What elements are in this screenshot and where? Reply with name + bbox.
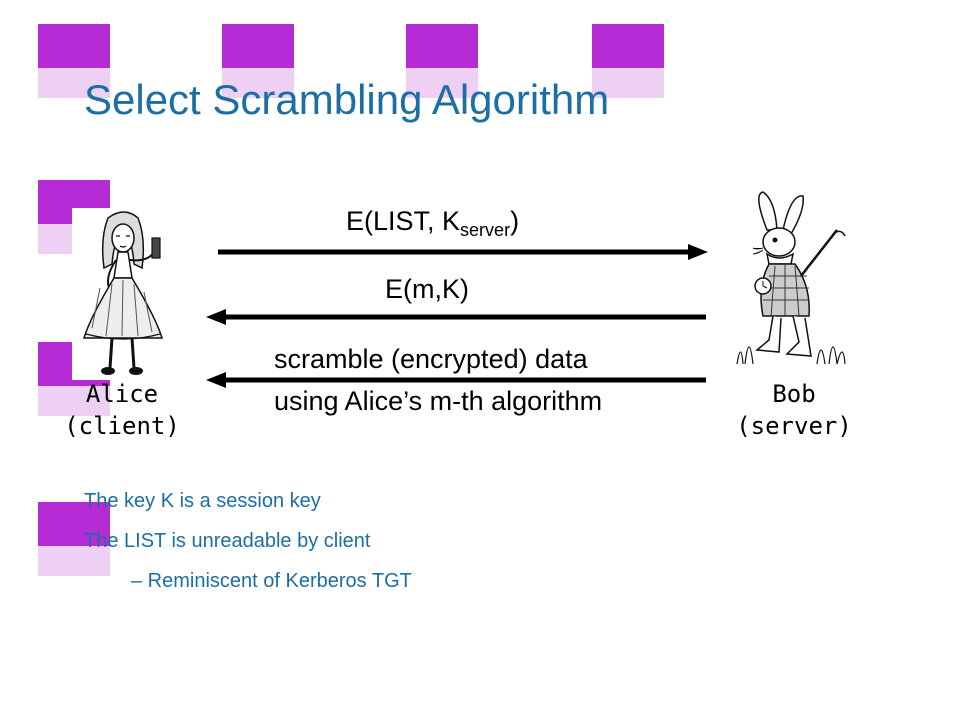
arrow-bob-to-alice-1 [206, 309, 706, 325]
bob-label: Bob (server) [726, 378, 862, 442]
alice-illustration [72, 208, 176, 380]
deco-square [592, 68, 664, 98]
deco-square [592, 24, 664, 68]
page-title: Select Scrambling Algorithm [84, 76, 610, 123]
deco-square [38, 546, 110, 576]
deco-square [222, 24, 294, 68]
arrow-alice-to-bob [218, 244, 708, 260]
bullet-item: The LIST is unreadable by client [84, 530, 371, 552]
deco-square [38, 24, 110, 68]
rabbit-illustration [733, 190, 849, 366]
bob-role: (server) [736, 412, 852, 440]
message-list-close: ) [510, 206, 520, 236]
alice-role: (client) [64, 412, 180, 440]
deco-square [406, 24, 478, 68]
alice-name: Alice [85, 380, 159, 408]
message-list-subscript: server [460, 220, 511, 240]
deco-square [406, 68, 478, 98]
message-list-label: E(LIST, Kserver) [346, 206, 519, 241]
message-scramble-line1: scramble (encrypted) data [274, 344, 588, 374]
deco-square [222, 68, 294, 98]
bob-name: Bob [772, 380, 816, 408]
deco-square [38, 68, 110, 98]
bullet-item: The key K is a session key [84, 490, 321, 512]
deco-square [38, 502, 110, 546]
message-list-text: E(LIST, K [346, 206, 461, 236]
bullet-subitem: – Reminiscent of Kerberos TGT [131, 570, 412, 592]
message-scramble-line2: using Alice’s m-th algorithm [274, 386, 603, 416]
message-mk-label: E(m,K) [385, 274, 469, 304]
alice-label: Alice (client) [60, 378, 184, 442]
deco-square [38, 386, 110, 416]
